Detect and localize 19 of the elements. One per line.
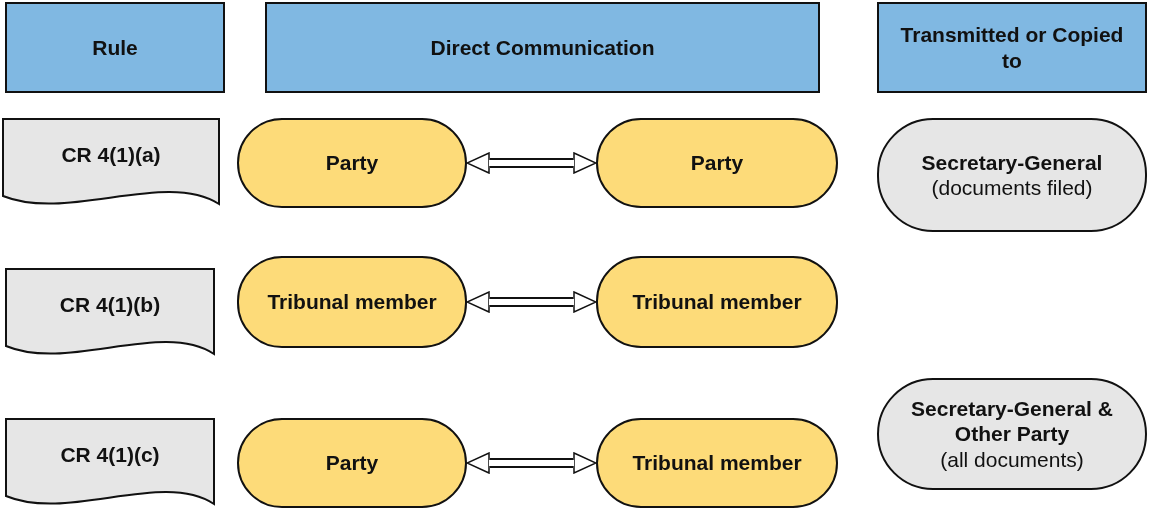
label-text: CR 4(1)(a) xyxy=(61,142,161,168)
label-text: Rule xyxy=(92,34,138,61)
note-text: (all documents) xyxy=(940,446,1084,472)
label-text: Tribunal member xyxy=(632,450,802,476)
note-text: (documents filed) xyxy=(931,175,1093,201)
column-header xyxy=(5,2,225,93)
label-text: Secretary-General xyxy=(921,149,1103,175)
label-text: CR 4(1)(b) xyxy=(59,292,161,318)
label-text: Direct Communication xyxy=(430,34,655,61)
label-text: Tribunal member xyxy=(267,289,437,315)
column-header xyxy=(265,2,820,93)
label-text: Party xyxy=(690,150,744,176)
label-text: CR 4(1)(c) xyxy=(60,442,160,468)
label-text: Tribunal member xyxy=(632,289,802,315)
label-text: Party xyxy=(325,150,379,176)
label-text: Transmitted or Copied to xyxy=(899,22,1125,73)
column-header xyxy=(877,2,1147,93)
label-text: Party xyxy=(325,450,379,476)
label-text: Secretary-General & Other Party xyxy=(910,396,1114,447)
